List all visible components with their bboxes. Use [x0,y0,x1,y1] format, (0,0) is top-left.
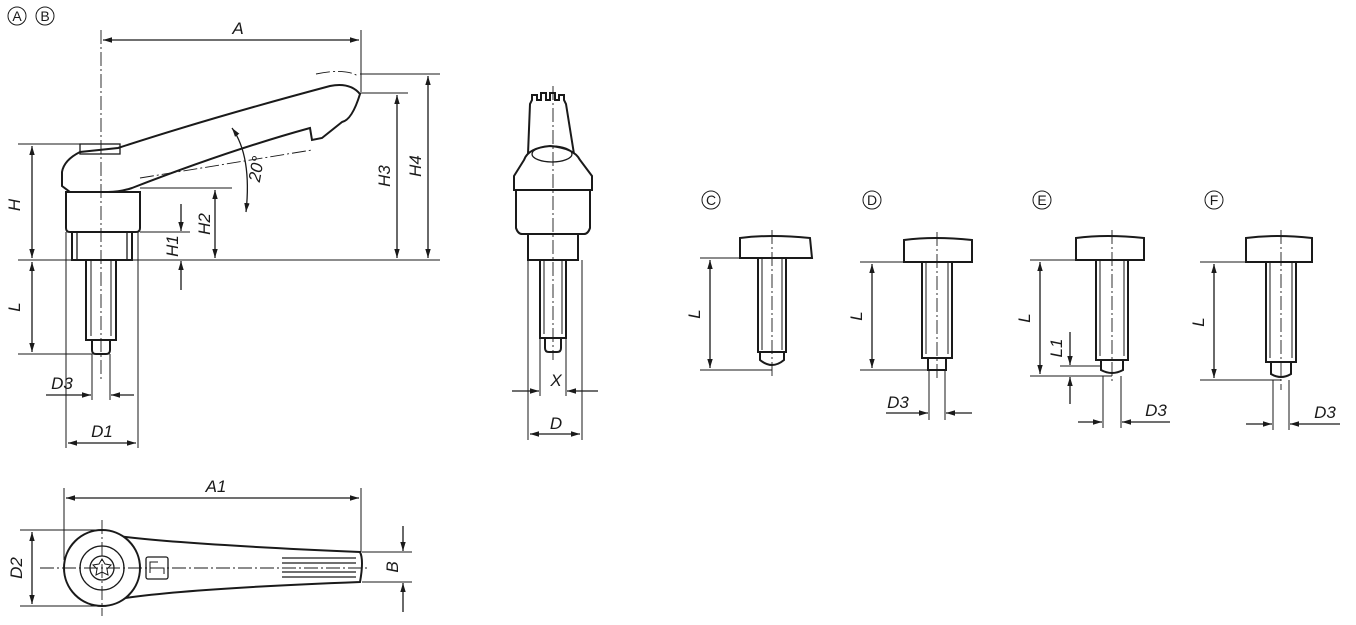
label-d3-f: D3 [1314,403,1336,422]
label-d1: D1 [91,422,113,441]
dimension-h2: H2 [140,187,232,258]
label-d3-e: D3 [1145,401,1167,420]
top-view-arm [97,531,363,605]
label-l-d: L [847,311,866,320]
dimension-b: B [362,526,412,612]
dimension-d3-side: D3 [46,354,134,400]
svg-text:A: A [12,8,22,24]
variant-c: C L [685,190,814,376]
label-a1: A1 [205,477,227,496]
dimension-d: D [527,260,583,440]
variant-d: D L D3 [847,190,973,420]
lever-nub [79,143,121,155]
label-h1: H1 [163,235,182,257]
label-d: D [550,414,562,433]
variant-e: E L L1 D3 [1015,190,1170,428]
front-collar [527,233,579,261]
dimension-angle: 20° [231,127,268,213]
label-d2: D2 [7,557,26,579]
variant-f: F L D3 [1189,190,1340,430]
dimension-a: A [103,19,362,92]
label-h4: H4 [406,155,425,177]
label-l-c: L [685,309,704,318]
label-x: X [549,371,562,390]
label-b: B [383,561,402,572]
dimension-a1: A1 [63,477,362,560]
top-view [40,520,370,616]
dimension-d1: D1 [65,232,139,448]
dimension-x: X [512,338,598,396]
svg-text:E: E [1037,192,1046,208]
variant-marker-a: A [7,6,27,26]
label-l-e: L [1015,313,1034,322]
svg-text:D: D [867,192,877,208]
label-l-f: L [1189,317,1208,326]
front-view [513,86,593,360]
label-h2: H2 [195,213,214,235]
label-d3: D3 [51,374,73,393]
dimension-l: L [5,262,92,355]
svg-text:B: B [40,8,49,24]
lever-end-cap [526,92,576,155]
svg-text:C: C [706,192,716,208]
dimension-h4: H4 [360,73,440,258]
label-l1: L1 [1047,339,1066,358]
dimension-h: H [5,143,80,258]
collar [71,231,133,261]
variant-marker-b: B [35,6,55,26]
label-l: L [5,302,24,311]
front-body [515,189,591,235]
dimension-h1: H1 [140,204,190,290]
side-view [61,30,362,380]
dimension-d2: D2 [7,529,102,607]
hub [65,191,141,233]
label-d3-d: D3 [887,393,909,412]
svg-text:F: F [1210,192,1219,208]
dimension-h3: H3 [358,92,408,258]
label-angle: 20° [245,155,268,185]
label-h3: H3 [375,165,394,187]
lever-arm [61,84,362,193]
label-h: H [5,198,24,211]
label-a: A [231,19,243,38]
